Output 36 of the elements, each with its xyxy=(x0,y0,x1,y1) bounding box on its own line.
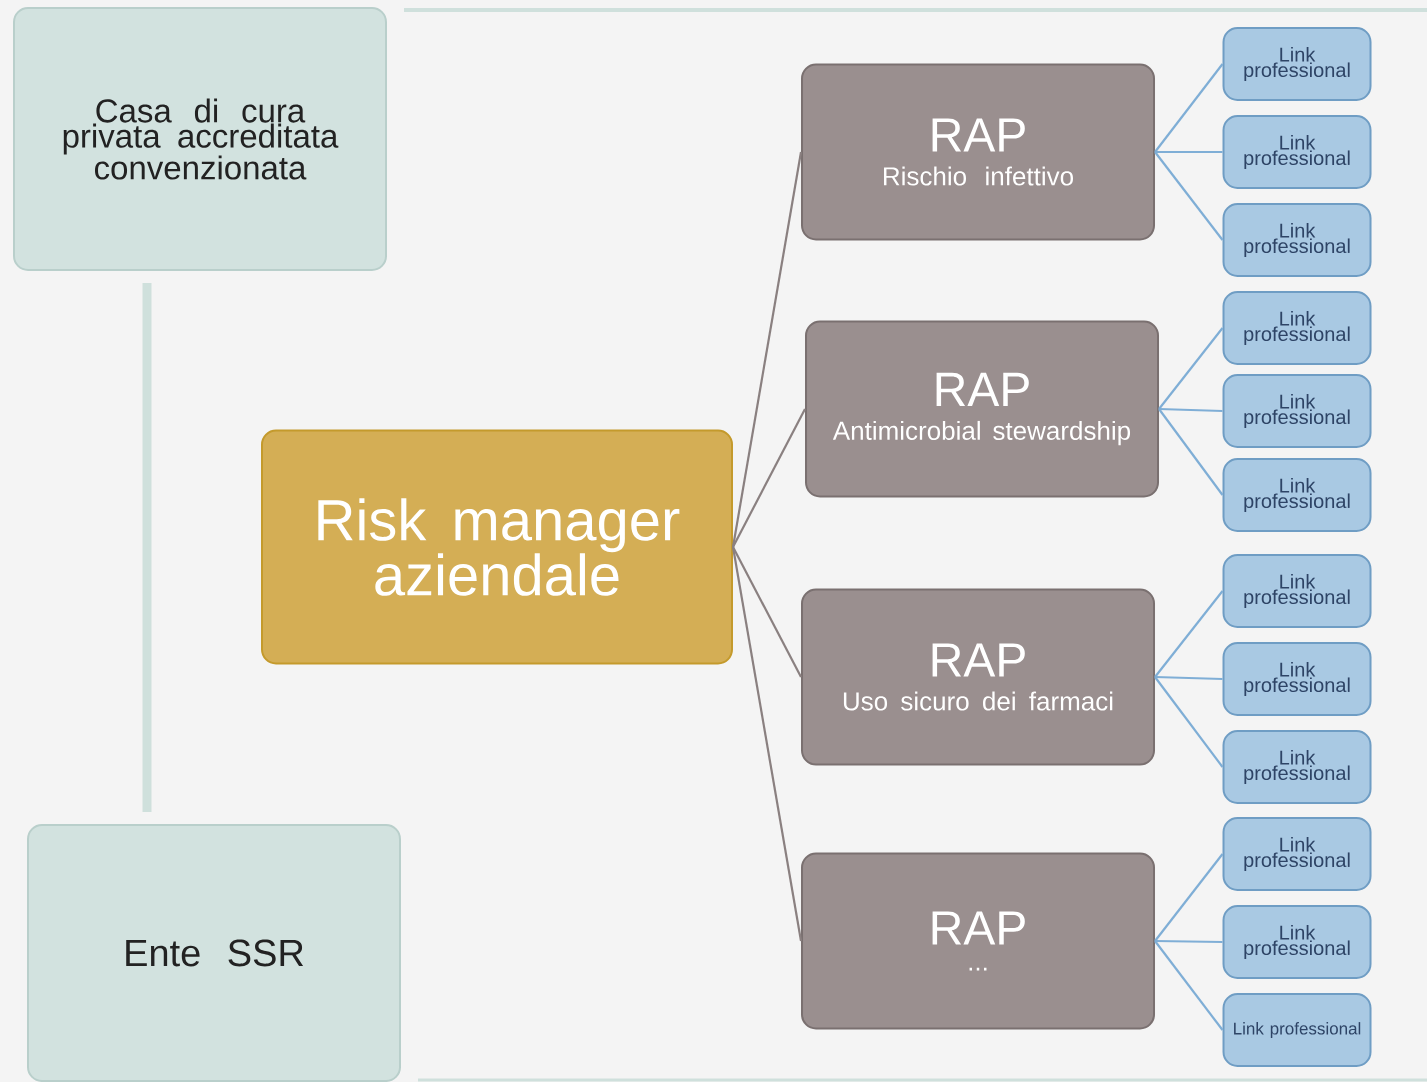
rap-box: RAP Antimicrobial stewardship xyxy=(805,320,1159,498)
connector-line xyxy=(1154,590,1224,678)
link-professional-box: Link professional xyxy=(1222,642,1372,716)
connector-line xyxy=(1158,408,1224,496)
rap-box: RAP Rischio infettivo xyxy=(801,63,1155,241)
link-professional-box: Link professional xyxy=(1222,291,1372,365)
organization-box: Casa di cura privata accreditata convenzionata xyxy=(13,7,387,271)
connector-line xyxy=(1158,407,1223,413)
connector-line xyxy=(1158,327,1224,410)
connector-line xyxy=(731,151,803,548)
connector-line xyxy=(1154,940,1224,1031)
connector-line xyxy=(1155,939,1223,944)
link-professional-box: Link professional xyxy=(1222,458,1372,532)
manager-box: Risk manager aziendale xyxy=(261,429,733,665)
link-professional-box: Link professional xyxy=(1222,993,1372,1067)
link-professional-box: Link professional xyxy=(1222,374,1372,448)
rap-box: RAP ... xyxy=(801,852,1155,1030)
connector-line xyxy=(1154,675,1223,681)
link-professional-box: Link professional xyxy=(1222,27,1372,101)
connector-line xyxy=(732,408,806,548)
organization-box: Ente SSR xyxy=(27,824,401,1082)
link-professional-box: Link professional xyxy=(1222,554,1372,628)
connector-line xyxy=(1154,853,1224,942)
link-professional-box: Link professional xyxy=(1222,203,1372,277)
link-professional-box: Link professional xyxy=(1222,115,1372,189)
connector-line xyxy=(1154,151,1224,241)
link-professional-box: Link professional xyxy=(1222,730,1372,804)
connector-line xyxy=(1154,676,1224,768)
connector-line xyxy=(731,546,803,942)
rap-box: RAP Uso sicuro dei farmaci xyxy=(801,588,1155,766)
connector-line xyxy=(1154,63,1224,153)
link-professional-box: Link professional xyxy=(1222,817,1372,891)
link-professional-box: Link professional xyxy=(1222,905,1372,979)
connector-line xyxy=(142,283,152,812)
connector-line xyxy=(1155,150,1223,154)
connector-line xyxy=(732,546,802,678)
